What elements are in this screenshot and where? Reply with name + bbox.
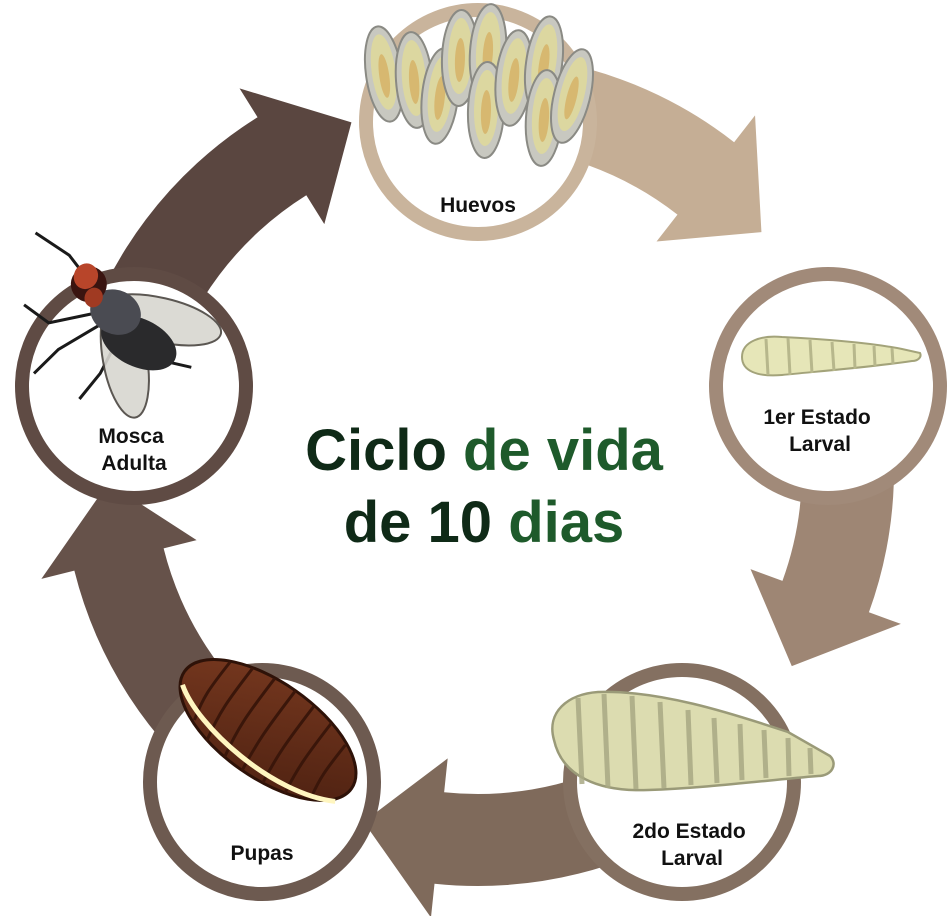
- stage-label-eggs: Huevos: [440, 194, 516, 217]
- stage-larva2: 2do Estado Larval: [551, 663, 835, 901]
- fly-icon: [23, 231, 223, 419]
- title-line2-part2: dias: [508, 490, 624, 555]
- larva-large-icon: [551, 690, 835, 792]
- stage-label-adult: Mosca Adulta: [98, 425, 169, 475]
- stage-label-larva1: 1er Estado Larval: [763, 406, 876, 456]
- pupa-icon: [178, 658, 358, 804]
- egg: [550, 48, 594, 144]
- svg-text:Ciclo de vida: Ciclo de vida: [305, 418, 664, 483]
- diagram-title: Ciclo de vida de 10 dias: [305, 418, 664, 555]
- title-line2-part1: de 10: [344, 490, 508, 555]
- egg: [494, 29, 534, 127]
- title-line1-part2: de vida: [463, 418, 664, 483]
- stage-larva1: 1er Estado Larval: [709, 267, 947, 505]
- larva-small-icon: [740, 335, 922, 377]
- svg-text:de 10 dias: de 10 dias: [344, 490, 625, 555]
- title-line1-part1: Ciclo: [305, 418, 463, 483]
- stage-ring-larva1: [709, 267, 947, 505]
- stage-label-larva2: 2do Estado Larval: [632, 820, 751, 870]
- eggs-icon: [363, 3, 594, 167]
- stage-eggs: Huevos: [359, 3, 597, 241]
- stage-adult: Mosca Adulta: [15, 231, 253, 505]
- egg: [440, 9, 480, 107]
- stage-label-pupa: Pupas: [230, 842, 293, 865]
- stage-pupa: Pupas: [143, 658, 381, 901]
- egg: [363, 25, 405, 123]
